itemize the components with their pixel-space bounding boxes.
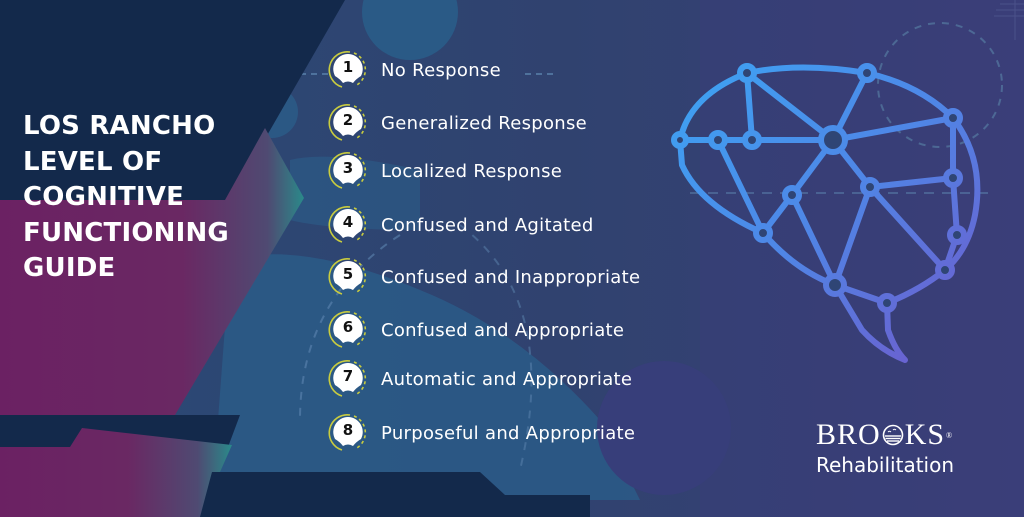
level-number: 6 bbox=[342, 318, 354, 336]
level-label: Confused and Appropriate bbox=[381, 319, 625, 341]
level-number: 1 bbox=[342, 58, 354, 76]
logo-brand-suffix: KS bbox=[904, 417, 946, 451]
badge-ring-icon bbox=[328, 360, 367, 397]
title-line: FUNCTIONING bbox=[23, 217, 229, 248]
logo-brand-prefix: BRO bbox=[816, 417, 881, 451]
list-item: 4 Confused and Agitated bbox=[328, 205, 594, 245]
level-number: 3 bbox=[342, 159, 354, 177]
level-label: Confused and Inappropriate bbox=[381, 266, 641, 288]
badge-ring-icon bbox=[328, 206, 367, 243]
level-badge: 4 bbox=[328, 205, 368, 245]
level-number: 4 bbox=[342, 213, 354, 231]
logo-subtitle: Rehabilitation bbox=[816, 453, 955, 477]
list-item: 8 Purposeful and Appropriate bbox=[328, 413, 635, 453]
list-item: 3 Localized Response bbox=[328, 151, 562, 191]
level-number: 2 bbox=[342, 111, 354, 129]
level-number: 8 bbox=[342, 421, 354, 439]
badge-ring-icon bbox=[328, 51, 367, 88]
list-item: 2 Generalized Response bbox=[328, 103, 587, 143]
level-label: Generalized Response bbox=[381, 112, 588, 134]
title-line: LEVEL OF bbox=[23, 146, 163, 177]
level-badge: 8 bbox=[328, 413, 368, 453]
badge-ring-icon bbox=[328, 258, 367, 295]
sun-waves-icon bbox=[882, 424, 903, 445]
title-line: LOS RANCHO bbox=[23, 111, 216, 141]
level-badge: 6 bbox=[328, 310, 368, 350]
title-line: GUIDE bbox=[23, 253, 116, 283]
level-badge: 7 bbox=[328, 359, 368, 399]
level-label: Purposeful and Appropriate bbox=[381, 422, 636, 444]
level-badge: 1 bbox=[328, 50, 368, 90]
level-label: Automatic and Appropriate bbox=[381, 368, 633, 390]
brooks-logo: BRO KS ® Rehabilitation bbox=[816, 418, 954, 478]
level-badge: 2 bbox=[328, 103, 368, 143]
list-item: 5 Confused and Inappropriate bbox=[328, 257, 640, 297]
level-label: Confused and Agitated bbox=[381, 214, 594, 236]
registered-mark: ® bbox=[946, 431, 954, 440]
badge-ring-icon bbox=[328, 414, 367, 451]
level-badge: 5 bbox=[328, 257, 368, 297]
level-label: Localized Response bbox=[381, 160, 563, 182]
level-number: 7 bbox=[342, 367, 354, 385]
badge-ring-icon bbox=[328, 152, 367, 189]
title-line: COGNITIVE bbox=[23, 182, 185, 212]
badge-ring-icon bbox=[328, 311, 367, 348]
list-item: 1 No Response bbox=[328, 50, 501, 90]
page-title: LOS RANCHO LEVEL OF COGNITIVE FUNCTIONIN… bbox=[23, 109, 229, 287]
level-number: 5 bbox=[342, 265, 354, 283]
logo-brand: BRO KS ® bbox=[816, 418, 954, 451]
list-item: 7 Automatic and Appropriate bbox=[328, 359, 632, 399]
level-badge: 3 bbox=[328, 151, 368, 191]
list-item: 6 Confused and Appropriate bbox=[328, 310, 624, 350]
badge-ring-icon bbox=[328, 104, 367, 141]
level-label: No Response bbox=[381, 59, 501, 81]
